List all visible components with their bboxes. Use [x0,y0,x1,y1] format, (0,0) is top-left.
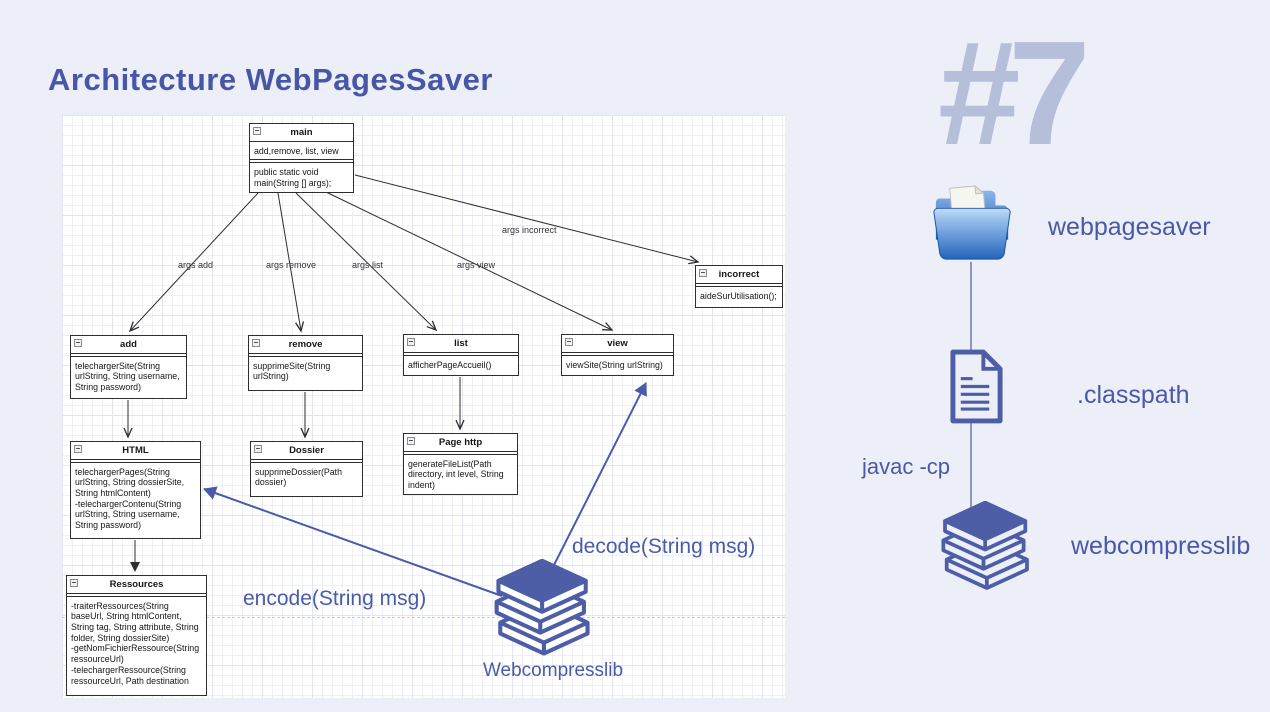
class-title: Dossier [289,445,324,456]
edge-label-args-list: args list [352,260,384,270]
class-header: remove [249,336,362,354]
collapse-icon [407,437,415,445]
class-title: remove [288,339,323,350]
class-ressources: Ressources -traiterRessources(String bas… [66,575,207,696]
collapse-icon [252,339,260,347]
class-section: telechargerSite(String urlString, String… [71,355,186,396]
class-dossier: Dossier supprimeDossier(Path dossier) [250,441,363,497]
uml-diagram-panel: args add args remove args list args view… [62,115,785,698]
edge-main-add [128,192,259,333]
class-list: list afficherPageAccueil() [403,334,519,376]
edge-main-remove [277,192,305,333]
edge-label-args-add: args add [178,260,213,270]
edge-main-incorrect [354,174,700,265]
class-section: telechargerPages(String urlString, Strin… [71,461,200,534]
collapse-icon [74,445,82,453]
class-section: viewSite(String urlString) [562,354,673,374]
collapse-icon [254,445,262,453]
class-section: public static void main(String [] args); [250,162,353,191]
library-label: Webcompresslib [482,660,624,681]
class-section: supprimeSite(String urlString) [249,355,362,385]
books-icon [494,559,590,656]
class-header: main [250,124,353,142]
collapse-icon [74,339,82,347]
edge-label-args-remove: args remove [266,260,316,270]
class-remove: remove supprimeSite(String urlString) [248,335,363,391]
encode-label: encode(String msg) [243,587,427,610]
document-icon [948,349,1005,429]
class-add: add telechargerSite(String urlString, St… [70,335,187,399]
class-main: main add,remove, list, view public stati… [249,123,354,193]
class-incorrect: incorrect aideSurUtilisation(); [695,265,783,308]
edge-encode [203,486,503,597]
javac-cp-label: javac -cp [862,454,951,479]
collapse-icon [565,338,573,346]
class-section: aideSurUtilisation(); [696,285,782,305]
class-title: HTML [122,445,149,456]
edge-main-view [325,191,614,331]
edge-main-list [295,192,438,332]
class-header: view [562,335,673,353]
class-title: list [454,338,468,349]
books-icon [941,500,1031,598]
class-header: Dossier [251,442,362,460]
class-html: HTML telechargerPages(String urlString, … [70,441,201,539]
class-view: view viewSite(String urlString) [561,334,674,376]
class-section: afficherPageAccueil() [404,354,518,374]
class-title: Ressources [109,579,164,590]
edge-label-args-view: args view [457,260,496,270]
folder-icon [928,179,1018,270]
class-header: HTML [71,442,200,460]
class-header: Ressources [67,576,206,594]
uml-connectors: args add args remove args list args view… [123,174,700,597]
slide-number: #7 [938,11,1091,176]
class-title: incorrect [718,269,760,280]
class-section: generateFileList(Path directory, int lev… [404,453,517,494]
edge-label-args-incorrect: args incorrect [502,225,557,235]
class-header: list [404,335,518,353]
collapse-icon [70,579,78,587]
edge-decode [552,382,647,568]
page-title: Architecture WebPagesSaver [48,62,493,97]
class-header: incorrect [696,266,782,284]
class-title: Page http [438,437,483,448]
decode-label: decode(String msg) [572,535,756,558]
class-title: main [290,127,313,138]
class-section: -traiterRessources(String baseUrl, Strin… [67,595,206,690]
class-header: add [71,336,186,354]
classpath-label: .classpath [1077,381,1190,409]
page-boundary-line [62,617,785,618]
webcompresslib-label: webcompresslib [1071,532,1251,560]
collapse-icon [699,269,707,277]
class-title: add [120,339,137,350]
collapse-icon [407,338,415,346]
class-page-http: Page http generateFileList(Path director… [403,433,518,495]
collapse-icon [253,127,261,135]
class-section: add,remove, list, view [250,142,353,161]
folder-label: webpagesaver [1048,213,1211,241]
class-title: view [607,338,628,349]
class-header: Page http [404,434,517,452]
class-section: supprimeDossier(Path dossier) [251,461,362,491]
